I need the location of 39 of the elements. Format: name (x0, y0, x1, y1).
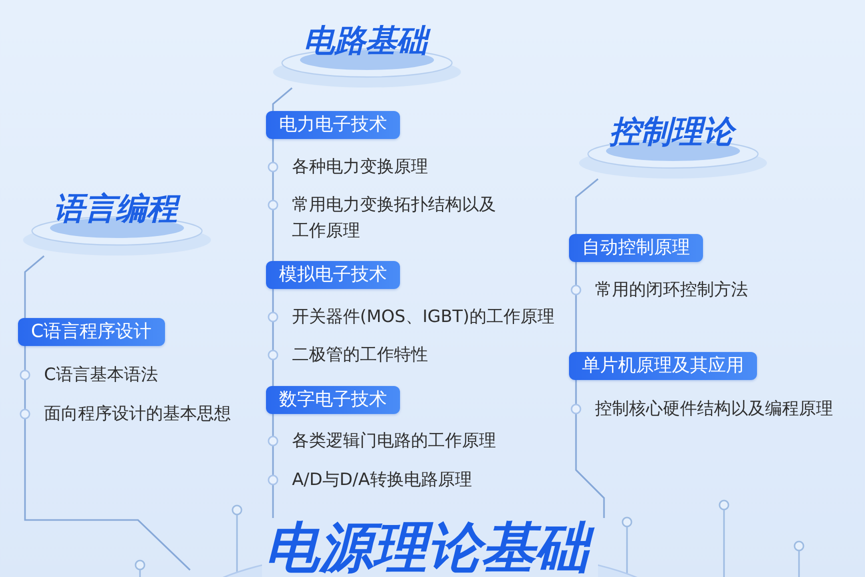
item-text: A/D与D/A转换电路原理 (292, 469, 472, 492)
connector-line (575, 380, 577, 396)
topic-tag: 单片机原理及其应用 (569, 352, 757, 380)
connector-line (272, 139, 274, 154)
connector-line (272, 414, 274, 428)
connector-line (272, 244, 274, 261)
item-text: 各种电力变换原理 (292, 156, 428, 179)
topic-tag: 数字电子技术 (266, 386, 400, 414)
connector-line (272, 289, 274, 304)
topic-tag: 自动控制原理 (569, 234, 703, 262)
connector-line (24, 346, 26, 362)
connector-line (272, 368, 274, 386)
connector-line (272, 180, 274, 192)
item-text: 二极管的工作特性 (292, 344, 428, 367)
item-text: 面向程序设计的基本思想 (44, 403, 231, 426)
connector-line (272, 493, 274, 518)
item-text: 开关器件(MOS、IGBT)的工作原理 (292, 306, 554, 329)
connector-line (575, 262, 577, 277)
connector-line (24, 427, 191, 571)
branch-title: 语言编程 (52, 192, 182, 226)
connector-line (24, 255, 45, 318)
item-text: 控制核心硬件结构以及编程原理 (595, 398, 833, 421)
connector-line (24, 388, 26, 401)
connector-line (575, 422, 605, 518)
topic-tag: C语言程序设计 (18, 318, 165, 346)
branch-title: 电路基础 (302, 24, 432, 58)
item-text: C语言基本语法 (44, 364, 158, 387)
connector-line (575, 178, 598, 234)
topic-tag: 模拟电子技术 (266, 261, 400, 289)
connector-line (272, 330, 274, 342)
connector-line (272, 87, 293, 111)
item-text: 常用的闭环控制方法 (595, 279, 748, 302)
topic-tag: 电力电子技术 (266, 111, 400, 139)
connector-line (272, 454, 274, 467)
branch-title: 控制理论 (608, 115, 738, 149)
item-text: 常用电力变换拓扑结构以及工作原理 (292, 194, 497, 243)
item-text: 各类逻辑门电路的工作原理 (292, 430, 496, 453)
main-title: 电源理论基础 (262, 520, 598, 576)
connector-line (575, 303, 577, 352)
